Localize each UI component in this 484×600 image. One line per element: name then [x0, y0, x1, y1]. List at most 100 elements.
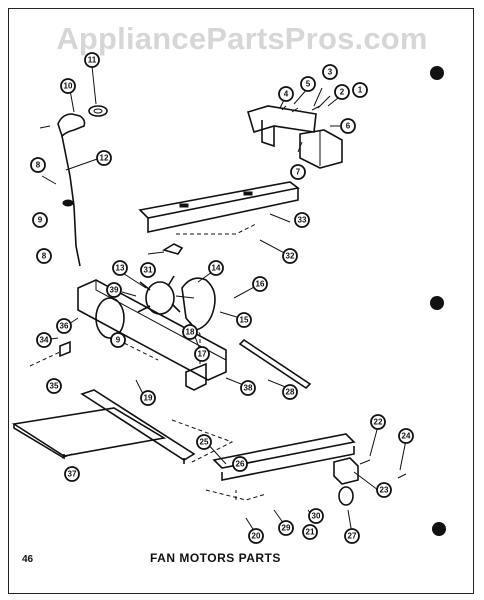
callout-19: 19 — [140, 390, 156, 406]
callout-16: 16 — [252, 276, 268, 292]
callout-33: 33 — [294, 212, 310, 228]
callout-12: 12 — [96, 150, 112, 166]
diagram-caption: FAN MOTORS PARTS — [150, 551, 281, 565]
svg-text:28: 28 — [286, 388, 295, 397]
callout-26: 26 — [232, 456, 248, 472]
svg-text:24: 24 — [402, 432, 411, 441]
callout-6: 6 — [340, 118, 356, 134]
callout-9b: 9 — [110, 332, 126, 348]
binder-hole-top — [430, 66, 444, 80]
callout-15: 15 — [236, 312, 252, 328]
callout-17: 17 — [194, 346, 210, 362]
svg-text:11: 11 — [88, 56, 97, 65]
svg-text:27: 27 — [348, 532, 357, 541]
callout-4: 4 — [278, 86, 294, 102]
fan-motor-and-blade — [137, 275, 216, 331]
callout-30: 30 — [308, 508, 324, 524]
svg-text:10: 10 — [64, 82, 73, 91]
svg-text:12: 12 — [100, 154, 109, 163]
svg-text:31: 31 — [144, 266, 153, 275]
callout-31: 31 — [140, 262, 156, 278]
switch-bracket-assembly — [247, 105, 343, 169]
svg-text:8: 8 — [42, 252, 47, 261]
callout-3: 3 — [322, 64, 338, 80]
svg-text:26: 26 — [236, 460, 245, 469]
svg-text:32: 32 — [286, 252, 295, 261]
callout-18: 18 — [182, 324, 198, 340]
callout-34: 34 — [36, 332, 52, 348]
callout-2: 2 — [334, 84, 350, 100]
svg-text:5: 5 — [306, 80, 311, 89]
callout-20: 20 — [248, 528, 264, 544]
svg-text:1: 1 — [358, 86, 363, 95]
svg-text:20: 20 — [252, 532, 261, 541]
svg-text:16: 16 — [256, 280, 265, 289]
callout-22: 22 — [370, 414, 386, 430]
upper-rail — [138, 181, 300, 235]
callout-8b: 8 — [36, 248, 52, 264]
svg-text:13: 13 — [116, 264, 125, 273]
fan-shroud-plate — [29, 279, 227, 381]
svg-text:3: 3 — [328, 68, 333, 77]
svg-text:4: 4 — [284, 90, 289, 99]
callout-21: 21 — [302, 524, 318, 540]
svg-text:9: 9 — [116, 336, 121, 345]
callout-1: 1 — [352, 82, 368, 98]
callout-35: 35 — [46, 378, 62, 394]
callout-10: 10 — [60, 78, 76, 94]
svg-text:2: 2 — [340, 88, 345, 97]
callout-9a: 9 — [32, 212, 48, 228]
svg-text:8: 8 — [36, 161, 41, 170]
svg-text:9: 9 — [38, 216, 43, 225]
svg-text:6: 6 — [346, 122, 351, 131]
spring-clip — [147, 243, 184, 255]
control-knob-assembly — [39, 105, 108, 267]
page-number: 46 — [22, 554, 34, 565]
svg-text:29: 29 — [282, 524, 291, 533]
right-rail-assembly — [205, 433, 407, 506]
svg-text:14: 14 — [212, 264, 221, 273]
svg-text:15: 15 — [240, 316, 249, 325]
callout-14: 14 — [208, 260, 224, 276]
callout-27: 27 — [344, 528, 360, 544]
callout-11: 11 — [84, 52, 100, 68]
callout-32: 32 — [282, 248, 298, 264]
svg-text:19: 19 — [144, 394, 153, 403]
callout-23: 23 — [376, 482, 392, 498]
svg-text:34: 34 — [40, 336, 49, 345]
callout-5: 5 — [300, 76, 316, 92]
svg-text:21: 21 — [306, 528, 315, 537]
binder-hole-bottom — [432, 522, 446, 536]
svg-text:22: 22 — [374, 418, 383, 427]
svg-text:30: 30 — [312, 512, 321, 521]
binder-hole-middle — [430, 296, 444, 310]
base-tray — [11, 389, 234, 464]
svg-text:39: 39 — [110, 286, 119, 295]
callout-13: 13 — [112, 260, 128, 276]
callout-36: 36 — [56, 318, 72, 334]
svg-text:36: 36 — [60, 322, 69, 331]
svg-text:35: 35 — [50, 382, 59, 391]
svg-text:37: 37 — [68, 470, 77, 479]
watermark: AppliancePartsPros.com — [56, 21, 428, 56]
callout-38: 38 — [240, 380, 256, 396]
callout-29: 29 — [278, 520, 294, 536]
callout-39: 39 — [106, 282, 122, 298]
callout-37: 37 — [64, 466, 80, 482]
callout-8a: 8 — [30, 157, 46, 173]
callout-25: 25 — [196, 434, 212, 450]
callout-28: 28 — [282, 384, 298, 400]
diagram-frame: AppliancePartsPros.com — [8, 8, 474, 594]
svg-text:33: 33 — [298, 216, 307, 225]
svg-text:17: 17 — [198, 350, 207, 359]
svg-text:18: 18 — [186, 328, 195, 337]
support-bar — [238, 338, 312, 390]
svg-text:7: 7 — [296, 168, 301, 177]
svg-text:38: 38 — [244, 384, 253, 393]
callout-7: 7 — [290, 164, 306, 180]
svg-text:25: 25 — [200, 438, 209, 447]
callout-24: 24 — [398, 428, 414, 444]
leader-lines — [43, 65, 407, 535]
svg-text:23: 23 — [380, 486, 389, 495]
